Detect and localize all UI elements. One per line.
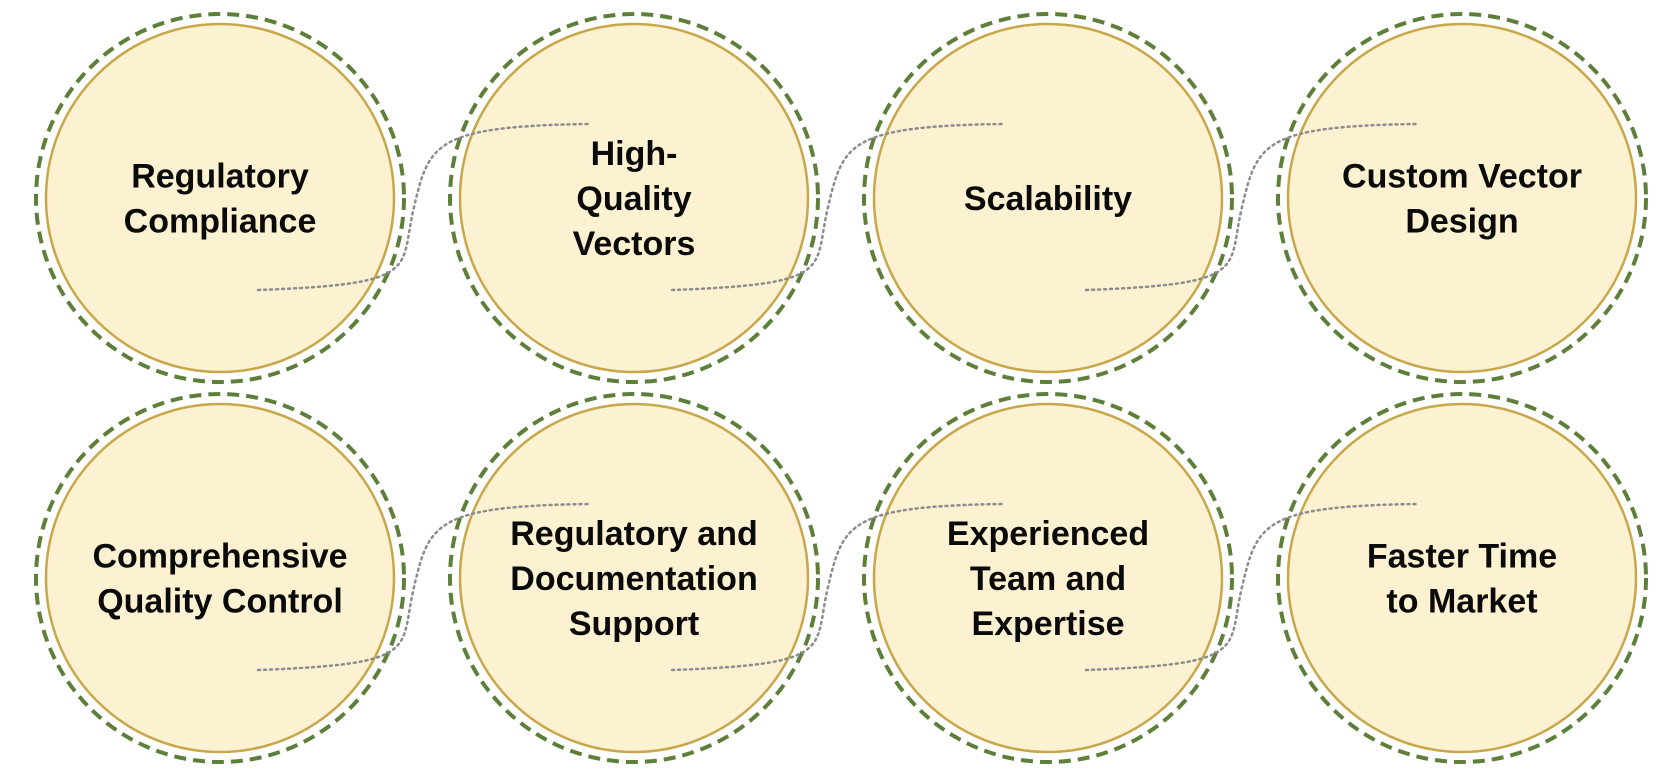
connector-high-quality-vectors-to-scalability: [670, 122, 1006, 292]
label-line: Custom Vector: [1342, 157, 1582, 195]
circle-regulatory-compliance: [44, 22, 396, 374]
dashed-ring-comprehensive-quality-control: [34, 392, 406, 764]
label-line: Team and: [970, 560, 1126, 598]
label-line: Regulatory: [131, 157, 309, 195]
circle-faster-time-to-market: [1286, 402, 1638, 754]
label-line: High-: [591, 135, 678, 173]
connector-regulatory-compliance-to-high-quality-vectors: [256, 122, 592, 292]
label-scalability: Scalability: [964, 180, 1132, 218]
connector-comprehensive-quality-control-to-regulatory-documentation-support: [256, 502, 592, 672]
label-line: Experienced: [947, 515, 1149, 553]
circle-comprehensive-quality-control: [44, 402, 396, 754]
label-line: Support: [569, 605, 699, 643]
label-line: Vectors: [573, 225, 696, 263]
label-faster-time-to-market: Faster Time to Market: [1367, 537, 1557, 620]
label-line: Compliance: [124, 202, 317, 240]
connector-scalability-to-custom-vector-design: [1084, 122, 1420, 292]
dashed-ring-high-quality-vectors: [448, 12, 820, 384]
circles-layer: [44, 22, 1638, 754]
dashed-ring-regulatory-compliance: [34, 12, 406, 384]
dashed-ring-regulatory-documentation-support: [448, 392, 820, 764]
circle-scalability: [872, 22, 1224, 374]
circle-high-quality-vectors: [458, 22, 810, 374]
label-line: Quality Control: [97, 582, 343, 620]
connectors-layer: [256, 122, 1420, 672]
label-line: Design: [1405, 202, 1518, 240]
dashed-ring-custom-vector-design: [1276, 12, 1648, 384]
connector-experienced-team-expertise-to-faster-time-to-market: [1084, 502, 1420, 672]
dashed-ring-faster-time-to-market: [1276, 392, 1648, 764]
label-line: Regulatory and: [510, 515, 757, 553]
dashed-rings-layer: [34, 12, 1648, 764]
dashed-ring-scalability: [862, 12, 1234, 384]
circle-experienced-team-expertise: [872, 402, 1224, 754]
label-line: Expertise: [971, 605, 1124, 643]
label-line: to Market: [1386, 582, 1537, 620]
dashed-ring-experienced-team-expertise: [862, 392, 1234, 764]
circle-custom-vector-design: [1286, 22, 1638, 374]
label-line: Comprehensive: [92, 537, 347, 575]
connector-regulatory-documentation-support-to-experienced-team-expertise: [670, 502, 1006, 672]
label-line: Quality: [576, 180, 691, 218]
label-line: Faster Time: [1367, 537, 1557, 575]
circle-regulatory-documentation-support: [458, 402, 810, 754]
label-line: Documentation: [510, 560, 757, 598]
label-line: Scalability: [964, 180, 1132, 218]
